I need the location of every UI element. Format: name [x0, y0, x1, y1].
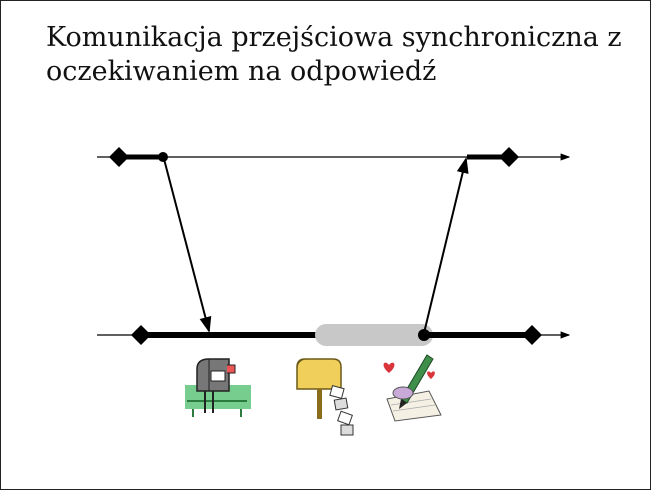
- send-point: [158, 152, 168, 162]
- reply-point: [418, 329, 430, 341]
- receiver-timeline: [97, 324, 571, 346]
- send-start-diamond: [109, 147, 129, 167]
- receiver-end-diamond: [522, 325, 542, 345]
- sender-end-diamond: [499, 147, 519, 167]
- writing-reply-icon: [383, 354, 442, 422]
- reply-message-arrow: [423, 157, 469, 334]
- sender-timeline: [97, 147, 571, 167]
- slide-title: Komunikacja przejściowa synchroniczna z …: [46, 22, 622, 87]
- mailbox-icon: [185, 358, 251, 417]
- request-message-arrow: [163, 158, 212, 333]
- receiver-start-diamond: [131, 325, 151, 345]
- waiting-bar: [315, 324, 433, 346]
- mailbox-with-letters-icon: [296, 358, 354, 436]
